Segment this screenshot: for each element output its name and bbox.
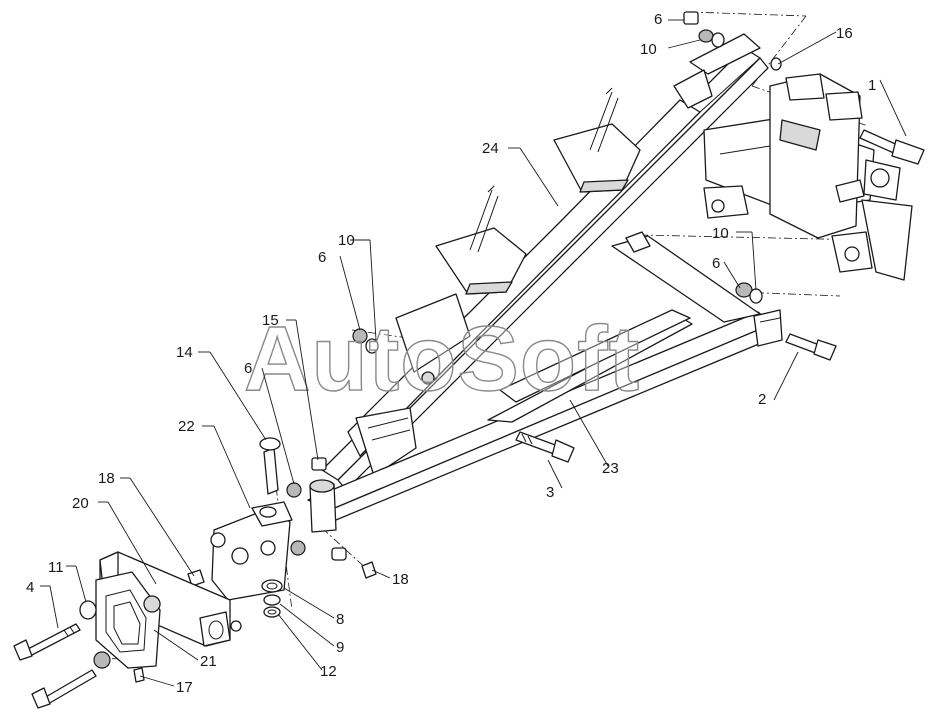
plate-part-21: [95, 571, 161, 669]
label-3: 3: [546, 484, 554, 501]
nuts-and-washers: [352, 11, 782, 354]
label-11: 11: [48, 559, 64, 576]
label-20: 20: [72, 495, 89, 512]
label-6-pin: 6: [244, 360, 252, 377]
label-4: 4: [26, 579, 34, 596]
label-21: 21: [200, 653, 217, 670]
washer-part-11: [79, 600, 111, 669]
nut-part-15: [311, 457, 327, 471]
label-16: 16: [836, 25, 853, 42]
bolt-part-1: [859, 129, 925, 165]
leader-lines: [40, 19, 907, 687]
washers-8-9-12: [261, 579, 283, 618]
bolt-lower-left: [31, 669, 97, 709]
hitch-bracket-assembly: [703, 73, 913, 281]
label-15: 15: [262, 312, 279, 329]
label-2: 2: [758, 391, 766, 408]
lower-frame-part-23: [307, 231, 783, 521]
label-18-right: 18: [392, 571, 409, 588]
label-22: 22: [178, 418, 195, 435]
label-1: 1: [868, 77, 876, 94]
bolt-part-3: [515, 431, 575, 463]
label-10-right: 10: [712, 225, 729, 242]
label-9: 9: [336, 639, 344, 656]
label-24: 24: [482, 140, 499, 157]
pin-part-14: [259, 437, 281, 495]
label-10-mid: 10: [338, 232, 355, 249]
label-6-right: 6: [712, 255, 720, 272]
label-12: 12: [320, 663, 337, 680]
part-number-labels: 1 16 6 10 10 6 2 3 23 24 6 10 15 6 14 22…: [26, 11, 876, 696]
bolt-part-2: [785, 333, 837, 361]
watermark-text: AutoSoft: [244, 308, 640, 410]
label-18-left: 18: [98, 470, 115, 487]
clevis-part-22: [210, 501, 306, 601]
label-8: 8: [336, 611, 344, 628]
upper-beam-part-24: [321, 33, 769, 491]
small-parts-18: [187, 547, 377, 587]
label-17: 17: [176, 679, 193, 696]
bolt-part-4: [13, 623, 81, 661]
sleeve-coupling: [286, 479, 337, 533]
fitting-part-17: [133, 667, 145, 683]
label-6-top: 6: [654, 11, 662, 28]
label-14: 14: [176, 344, 193, 361]
label-23: 23: [602, 460, 619, 477]
label-6-mid: 6: [318, 249, 326, 266]
label-10-top: 10: [640, 41, 657, 58]
